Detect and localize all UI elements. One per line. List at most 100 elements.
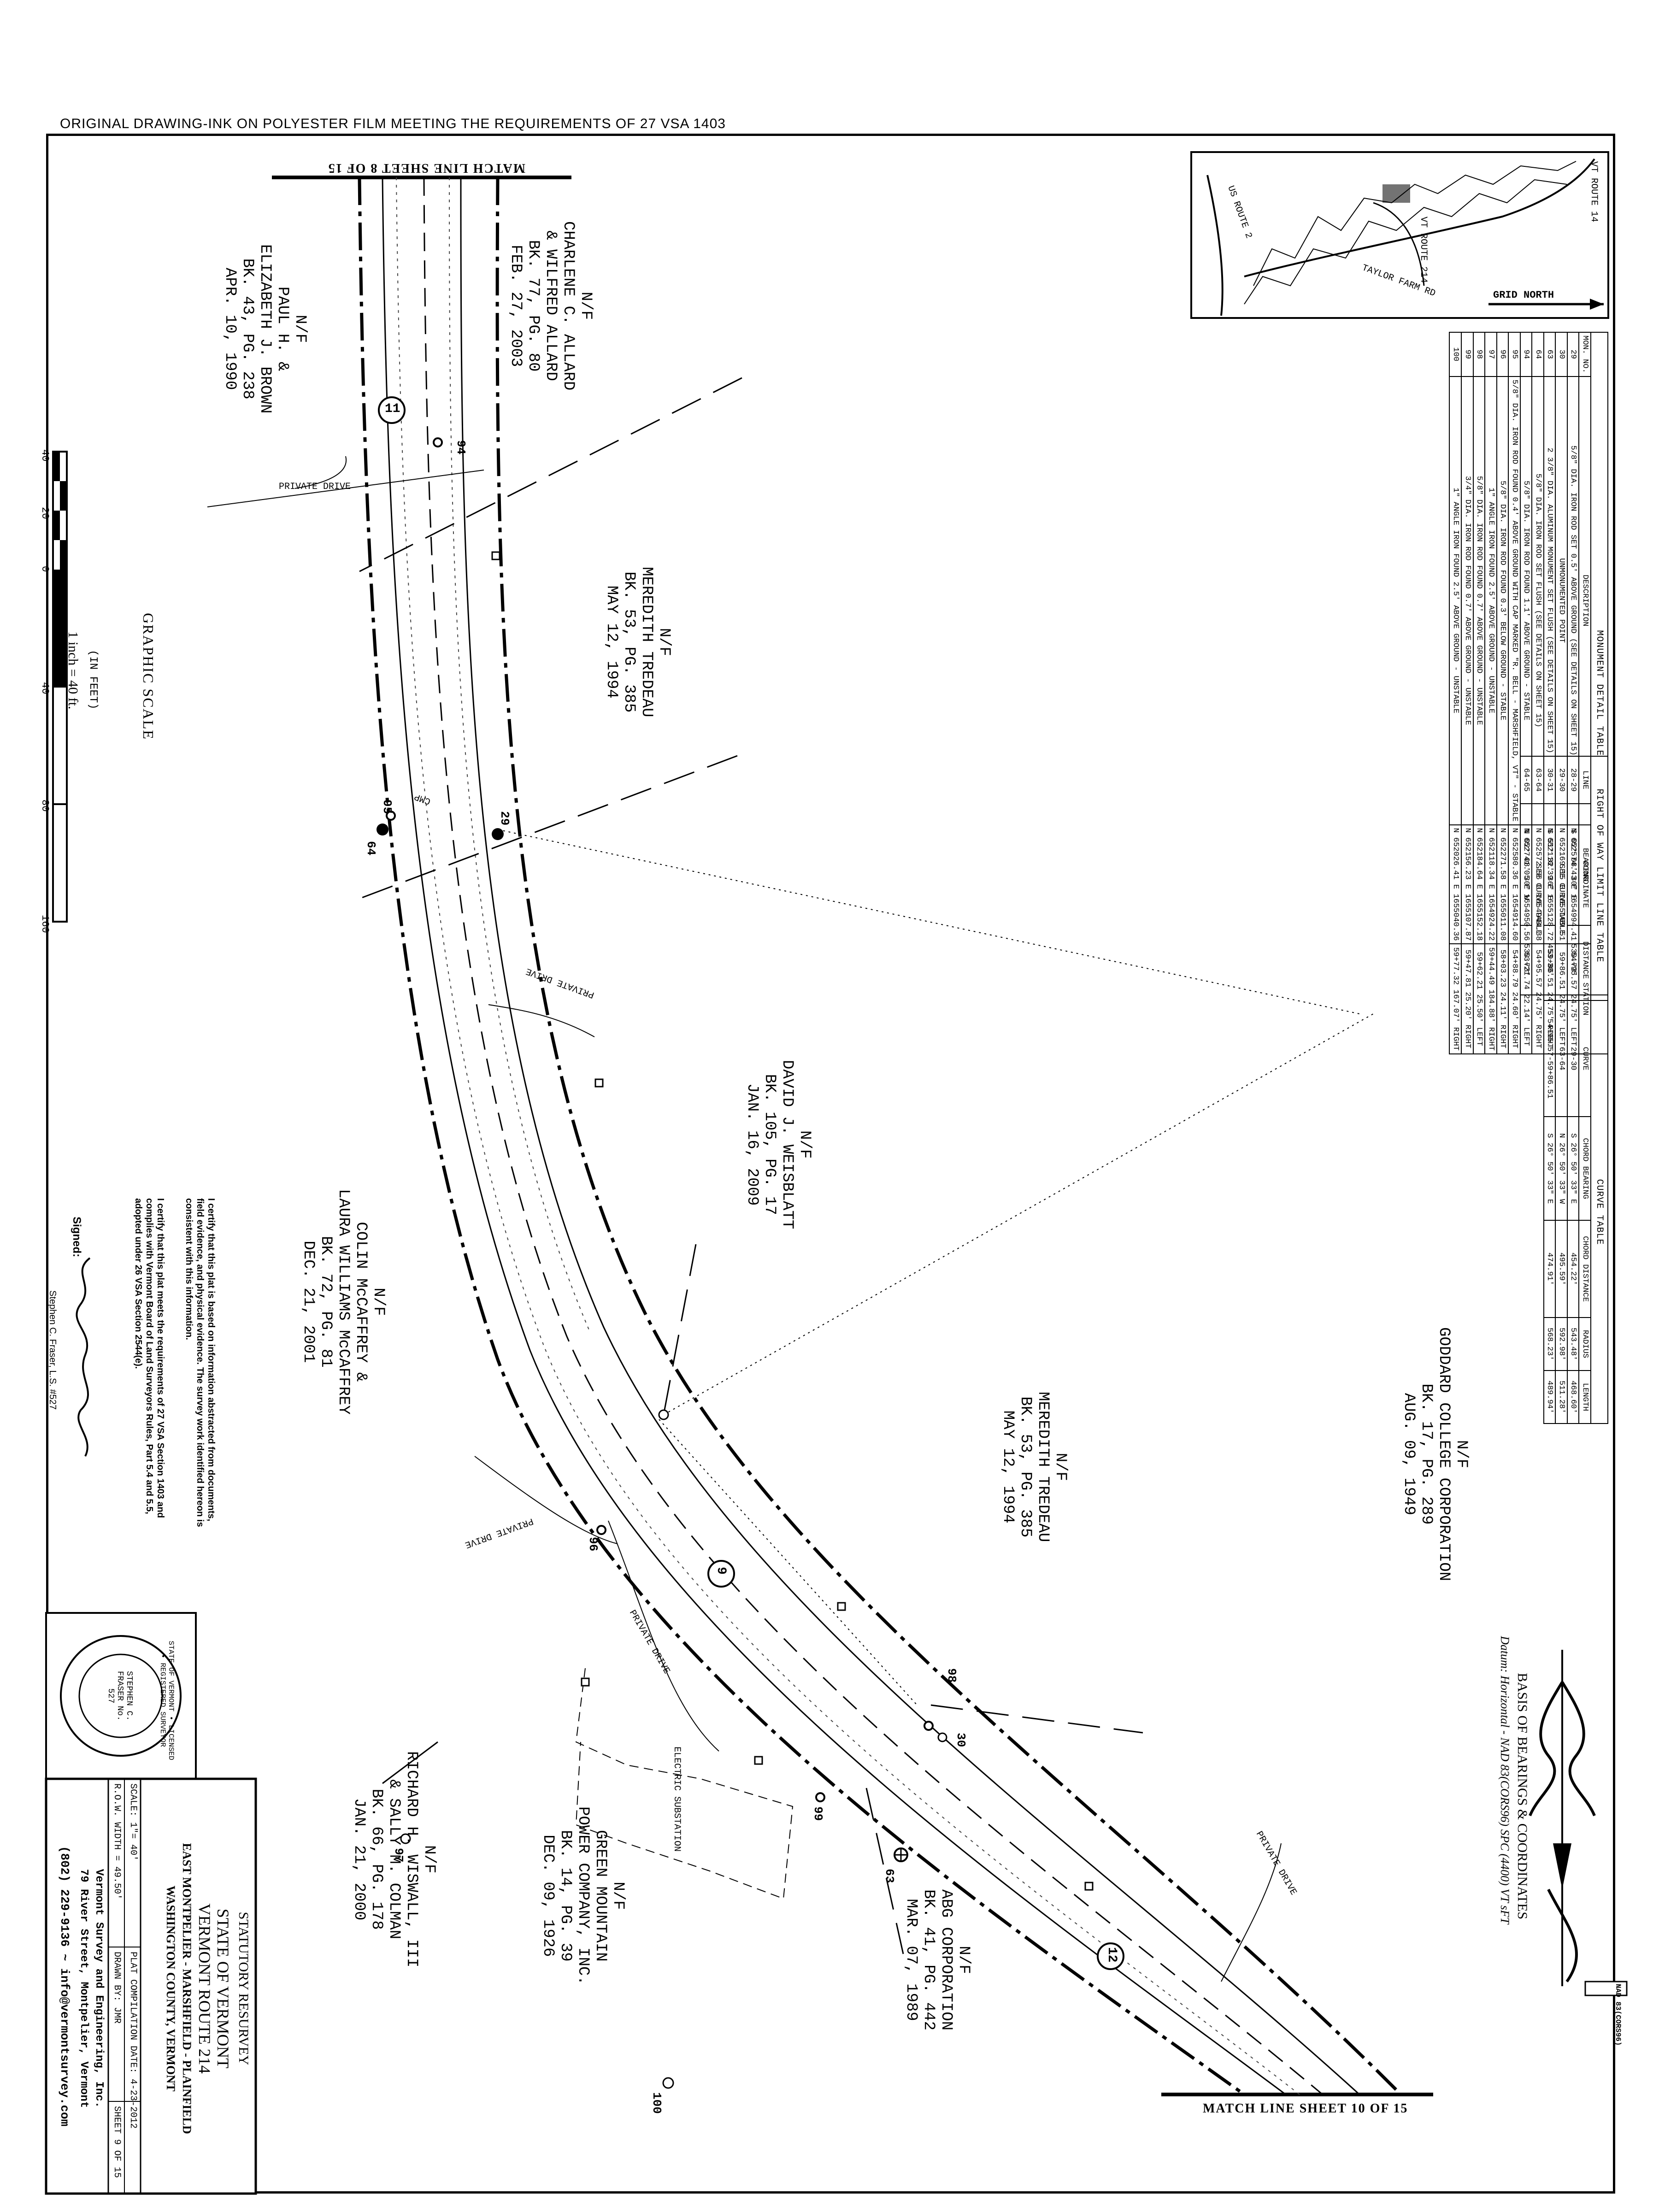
row-table-cell: SEE CURVE TABLE <box>1555 803 1567 995</box>
monument-table-cell: N 652184.64 E 1655152.18 <box>1473 824 1485 944</box>
curve-table-header: CHORD BEARING <box>1579 1117 1591 1221</box>
monument-95 <box>386 811 396 821</box>
tb-l2: STATE OF VERMONT <box>214 1908 232 2069</box>
parcel-12: 12 <box>1105 1947 1119 1963</box>
pt-98: 98 <box>945 1668 959 1683</box>
monument-table-cell: N 652271.58 E 1655011.08 <box>1496 824 1509 944</box>
monument-100 <box>662 2077 674 2089</box>
tb-firm: Vermont Survey and Engineering, Inc. <box>93 1869 105 2108</box>
curve-table-cell: 454.22' <box>1567 1220 1579 1318</box>
map-label-vt14: VT ROUTE 14 <box>1588 161 1599 223</box>
curve-table-cell: 468.60' <box>1567 1371 1579 1424</box>
surveyor-seal <box>45 1612 197 1780</box>
curve-table-header: CURVE <box>1579 1000 1591 1117</box>
curve-table-cell: N 26° 50' 33" W <box>1555 1117 1567 1221</box>
curve-table-cell: 489.94' <box>1543 1371 1556 1424</box>
monument-94 <box>433 437 443 447</box>
title-block <box>45 1777 257 2195</box>
pt-97: 97 <box>392 1848 406 1863</box>
row-table-header: DISTANCE <box>1579 925 1591 995</box>
monument-63 <box>894 1847 908 1862</box>
monument-table-cell: 58+03.23 24.11' RIGHT <box>1496 944 1509 1054</box>
parcel-11: 11 <box>385 402 400 416</box>
monument-table-cell: 5/8" DIA. IRON ROD FOUND 0.4' ABOVE GROU… <box>1508 376 1520 825</box>
monument-table-cell: 99 <box>1461 332 1473 377</box>
location-map <box>1190 151 1609 319</box>
monument-table-cell: 59+47.81 25.20' RIGHT <box>1461 944 1473 1054</box>
scale-tick-0: 0 <box>39 566 51 572</box>
monument-table-cell: 29 <box>1567 332 1579 377</box>
monument-table-cell: 1" ANGLE IRON FOUND 2.5' ABOVE GROUND - … <box>1449 376 1461 825</box>
monument-table-cell: 64 <box>1532 332 1544 377</box>
pt-29: 29 <box>498 811 512 826</box>
monument-table-cell: 63 <box>1543 332 1556 377</box>
seal-center: STEPHEN C. FRASER No. 527 <box>106 1671 134 1721</box>
monument-29 <box>492 828 504 840</box>
pt-95: 95 <box>380 800 394 814</box>
scale-tick-40a: 40 <box>39 449 51 462</box>
curve-table-cell: 63-64 <box>1555 1000 1567 1117</box>
row-table-cell: 28-29 <box>1567 756 1579 804</box>
monument-table-cell: 59+62.21 25.50' LEFT <box>1473 944 1485 1054</box>
row-table-cell: S 02° 08' 30" E <box>1567 803 1579 925</box>
pt-64: 64 <box>364 841 378 856</box>
north-arrow <box>1529 1650 1628 1996</box>
tb-l3: VERMONT ROUTE 214 <box>195 1903 214 2074</box>
tb-contact: (802) 229-9136 ~ info@vermontsurvey.com <box>58 1846 71 2127</box>
monument-table-cell: N 652026.41 E 1655040.36 <box>1449 824 1461 944</box>
monument-64 <box>377 824 388 835</box>
seal-ring-text: STATE OF VERMONT • LICENSED • REGISTERED… <box>159 1641 175 1760</box>
certification-1: I certify that this plat is based on inf… <box>184 1198 216 1527</box>
scale-tick-160: 160 <box>39 915 51 933</box>
scale-ratio: 1 inch = 40 ft. <box>65 631 81 710</box>
bottom-match-line-label: MATCH LINE SHEET 10 OF 15 <box>1203 2101 1408 2116</box>
basis-arrow-label: NAD 83(CORS96) <box>1614 1984 1622 2046</box>
curve-table-cell: 568.23' <box>1543 1318 1556 1371</box>
private-drive-label-1: PRIVATE DRIVE <box>279 482 351 492</box>
curve-table-cell: S 26° 50' 33" E <box>1567 1117 1579 1221</box>
scale-tick-80: 80 <box>39 800 51 812</box>
monument-table-cell: 97 <box>1485 332 1497 377</box>
monument-99 <box>815 1792 825 1802</box>
curve-table-cell: 592.98' <box>1555 1318 1567 1371</box>
row-table-header: LINE <box>1579 756 1591 804</box>
map-label-grid-north: GRID NORTH <box>1493 289 1554 301</box>
monument-table-cell: 30 <box>1555 332 1567 377</box>
header-note: ORIGINAL DRAWING-INK ON POLYESTER FILM M… <box>60 116 726 131</box>
tb-plat-date: PLAT COMPILATION DATE: 4-23-2012 <box>128 1952 138 2129</box>
curve-table-header: RADIUS <box>1579 1318 1591 1371</box>
pt-96: 96 <box>586 1537 600 1552</box>
monument-table-cell: 54+88.79 24.60' RIGHT <box>1508 944 1520 1054</box>
curve-table-cell: 54+95.57-59+86.51 <box>1543 1000 1556 1117</box>
scale-tick-20: 20 <box>39 507 51 519</box>
curve-table-cell: 511.28' <box>1555 1371 1567 1424</box>
curve-table-cell: 495.59' <box>1555 1220 1567 1318</box>
row-table-cell: 30-31 <box>1543 756 1556 804</box>
signature <box>76 1257 91 1457</box>
pt-30: 30 <box>954 1733 968 1747</box>
map-label-vt214: VT ROUTE 214 <box>1418 217 1429 283</box>
monument-table-cell: 59+44.49 184.88' RIGHT <box>1485 944 1497 1054</box>
signed-label: Signed: <box>71 1217 83 1257</box>
row-line-west <box>358 177 1246 2096</box>
